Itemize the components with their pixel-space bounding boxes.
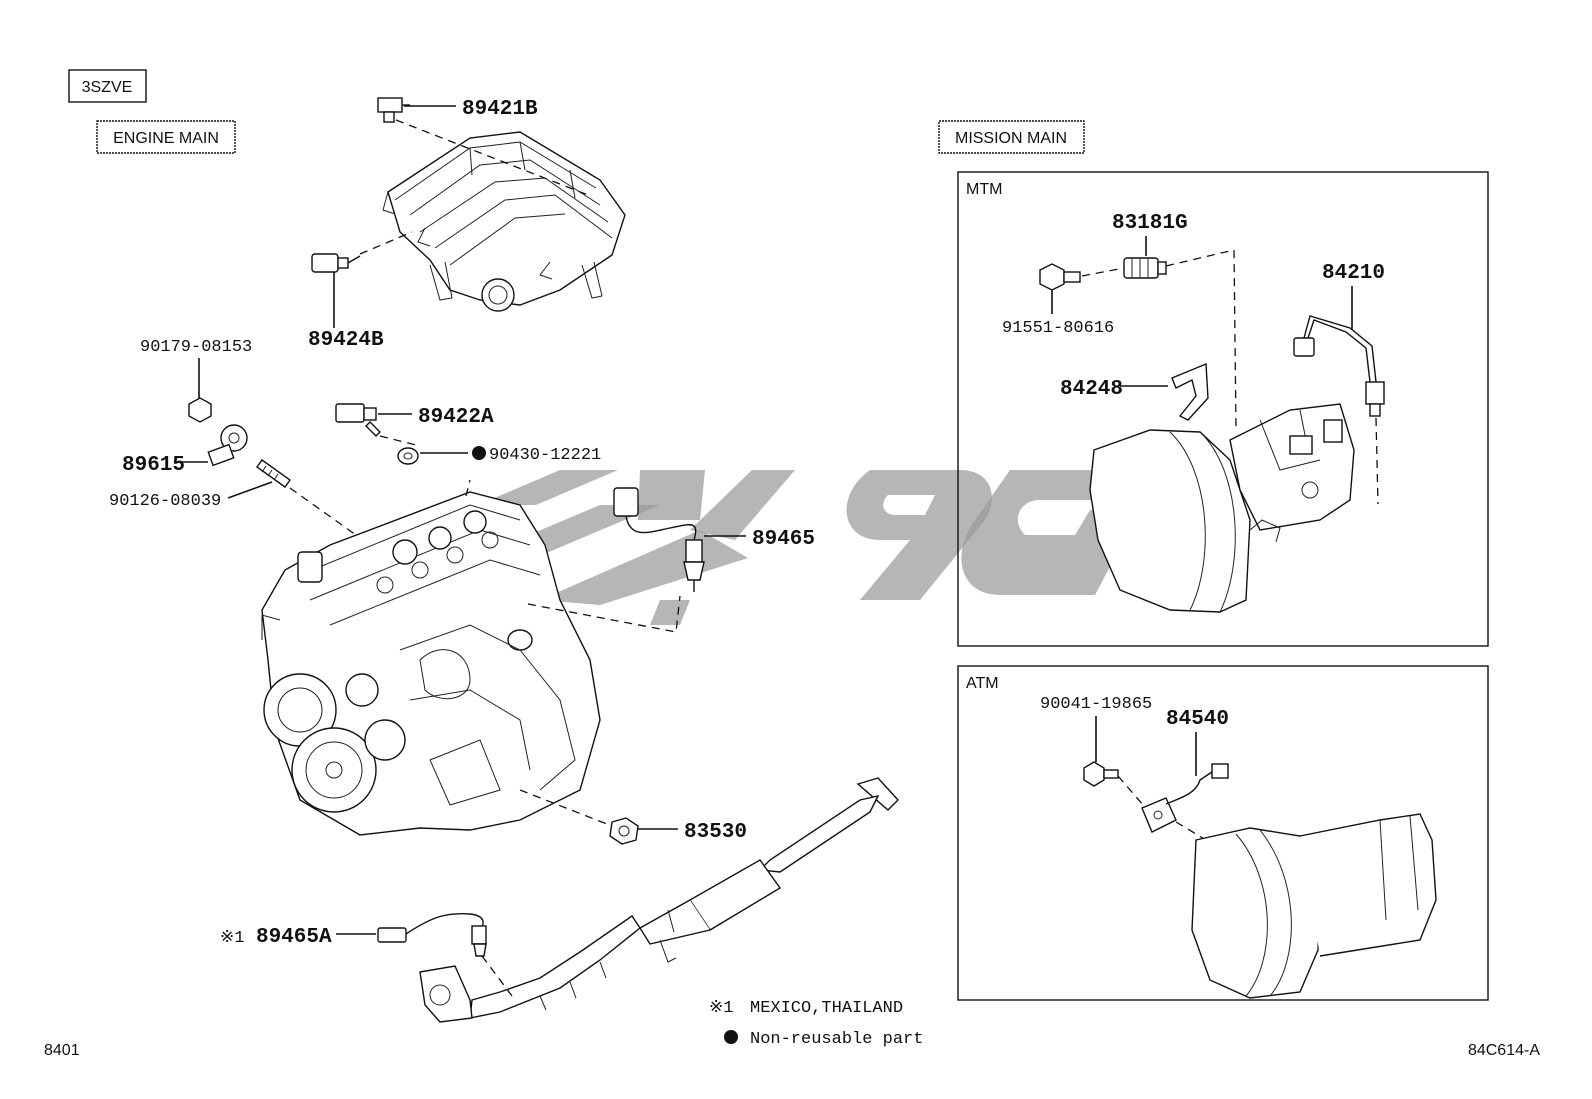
engine-main-title: ENGINE MAIN <box>113 130 219 147</box>
note-regions: MEXICO,THAILAND <box>750 999 903 1018</box>
bolt-90041 <box>1083 761 1119 787</box>
label-83181g: 83181G <box>1112 212 1188 235</box>
exhaust-pipe <box>419 777 899 1023</box>
stud-90126 <box>256 459 291 488</box>
sensor-89421b <box>377 97 410 123</box>
knock-sensor-89615 <box>207 424 248 467</box>
label-84540: 84540 <box>1166 708 1229 731</box>
switch-83181g <box>1123 257 1167 279</box>
nut-90179 <box>188 397 212 423</box>
sensor-89422a <box>335 403 381 437</box>
label-89615: 89615 <box>122 454 185 477</box>
manual-transmission <box>1089 403 1355 613</box>
bracket-84248 <box>1171 362 1209 421</box>
engine-code-box: 3SZVE <box>68 69 147 103</box>
washer-90430 <box>397 447 419 465</box>
label-mark-1: ※1 <box>220 929 244 948</box>
label-90430-12221: 90430-12221 <box>489 446 601 465</box>
automatic-transmission <box>1191 813 1437 999</box>
note-non-reusable: Non-reusable part <box>750 1030 923 1049</box>
label-90126-08039: 90126-08039 <box>109 492 221 511</box>
watermark-logo <box>470 470 1140 625</box>
label-89422a: 89422A <box>418 406 494 429</box>
label-83530: 83530 <box>684 821 747 844</box>
engine-code: 3SZVE <box>82 79 133 96</box>
label-90179-08153: 90179-08153 <box>140 338 252 357</box>
sensor-cable-84210 <box>1293 315 1385 417</box>
footer-left-code: 8401 <box>44 1042 80 1059</box>
label-89465: 89465 <box>752 528 815 551</box>
mission-main-title: MISSION MAIN <box>955 130 1067 147</box>
switch-83530 <box>609 817 639 845</box>
bolt-91551 <box>1039 263 1081 291</box>
label-84210: 84210 <box>1322 262 1385 285</box>
sensor-89424b <box>311 253 361 273</box>
mtm-title: MTM <box>966 181 1002 198</box>
footer-right-code: 84C614-A <box>1468 1042 1540 1059</box>
note-mark-1: ※1 <box>709 999 733 1018</box>
mtm-panel: MTM <box>957 171 1489 647</box>
label-89424b: 89424B <box>308 329 384 352</box>
o2-sensor-89465a <box>377 912 487 957</box>
engine-main-box: ENGINE MAIN <box>96 120 236 154</box>
atm-title: ATM <box>966 675 999 692</box>
label-90041-19865: 90041-19865 <box>1040 695 1152 714</box>
non-reusable-mark <box>472 446 486 460</box>
engine-block <box>261 491 601 836</box>
atm-panel: ATM <box>957 665 1489 1001</box>
note-bullet <box>724 1030 738 1044</box>
label-89465a: 89465A <box>256 926 332 949</box>
intake-manifold <box>382 131 626 312</box>
label-89421b: 89421B <box>462 98 538 121</box>
mission-main-box: MISSION MAIN <box>938 120 1085 154</box>
label-84248: 84248 <box>1060 378 1123 401</box>
label-91551-80616: 91551-80616 <box>1002 319 1114 338</box>
o2-sensor-89465 <box>613 487 705 592</box>
switch-84540 <box>1141 763 1229 833</box>
